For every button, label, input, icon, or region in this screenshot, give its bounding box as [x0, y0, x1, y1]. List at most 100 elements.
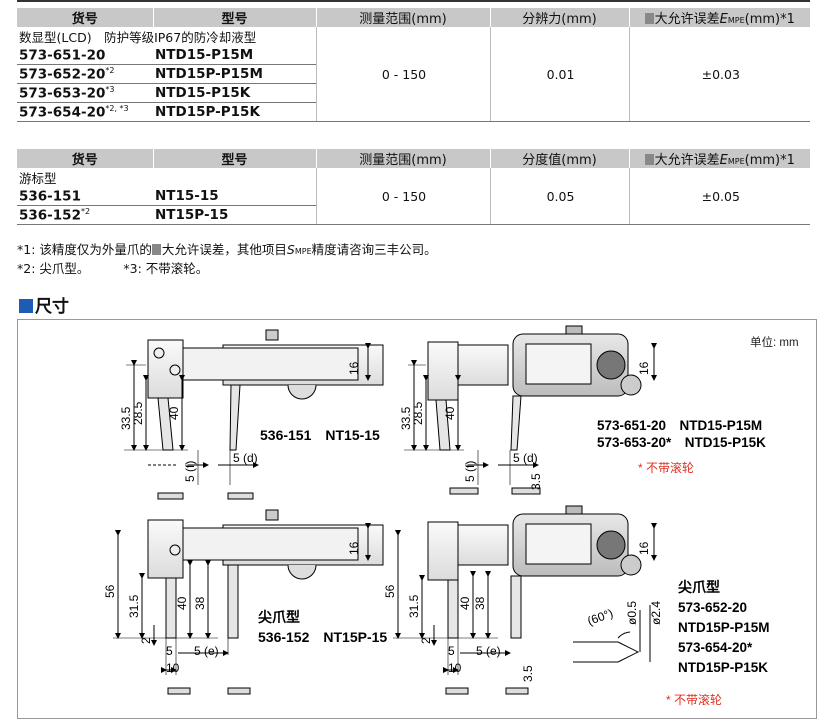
d3-label-1: 尖爪型: [258, 609, 300, 625]
note-2-3: *2: 尖爪型。*3: 不带滚轮。: [17, 261, 209, 276]
table-row: 573-652-20*2 NTD15P-P15M: [17, 64, 810, 84]
svg-text:16: 16: [347, 541, 361, 555]
svg-text:5: 5: [166, 644, 173, 658]
header-range: 测量范围(mm): [316, 149, 491, 168]
svg-text:16: 16: [347, 361, 361, 375]
missing-glyph-icon: [644, 13, 654, 24]
svg-text:40: 40: [175, 596, 189, 610]
drawing-vernier: [124, 329, 384, 500]
missing-glyph-icon: [151, 244, 161, 255]
d4-note: * 不带滚轮: [666, 692, 722, 707]
model-cell: NTD15P-P15M: [153, 64, 316, 84]
svg-text:38: 38: [473, 596, 487, 610]
range-value: 0 - 150: [315, 168, 490, 225]
d1-label: 536-151 NT15-15: [260, 427, 380, 443]
error-value: ±0.05: [628, 168, 810, 225]
header-model: 型号: [153, 8, 317, 27]
code-cell: 573-651-20: [17, 46, 153, 65]
d2-label-2: 573-653-20* NTD15-P15K: [597, 435, 766, 450]
table-row: 573-654-20*2, *3 NTD15P-P15K: [17, 102, 810, 122]
header-code: 货号: [17, 8, 154, 27]
svg-text:38: 38: [193, 596, 207, 610]
error-value: ±0.03: [628, 27, 810, 122]
note-1: *1: 该精度仅为外量爪的大允许误差，其他项目SMPE精度请咨询三丰公司。: [17, 242, 437, 257]
svg-text:10: 10: [166, 661, 180, 675]
d4-label-4: 573-654-20*: [678, 640, 753, 655]
svg-text:31.5: 31.5: [127, 594, 141, 618]
header-code: 货号: [17, 149, 154, 168]
table-row: 536-152*2 NT15P-15: [17, 205, 810, 225]
model-cell: NT15-15: [153, 187, 316, 206]
model-cell: NTD15-P15K: [153, 83, 316, 103]
spec-table-vernier: 货号 型号 测量范围(mm) 分度值(mm) 大允许误差EMPE(mm)*1 游…: [17, 149, 810, 225]
svg-text:3.5: 3.5: [529, 473, 543, 490]
header-range: 测量范围(mm): [316, 8, 491, 27]
svg-text:3.5: 3.5: [521, 665, 535, 682]
drawings-svg: * 不带滚轮 * 不带滚轮 单位: mm 536-151 NT15-15 573…: [103, 325, 799, 707]
square-bullet-icon: [19, 299, 33, 313]
svg-text:40: 40: [167, 406, 181, 420]
svg-text:56: 56: [383, 584, 397, 598]
table-row: 536-151 NT15-15: [17, 187, 810, 206]
resolution-value: 0.01: [489, 27, 629, 122]
code-cell: 536-151: [17, 187, 153, 206]
code-cell: 573-653-20*3: [17, 83, 153, 103]
svg-text:5 (e): 5 (e): [476, 644, 501, 658]
svg-text:2: 2: [419, 637, 433, 644]
model-cell: NTD15-P15M: [153, 46, 316, 65]
category-label: 数显型(LCD) 防护等级IP67的防冷却液型: [19, 30, 257, 45]
d4-label-5: NTD15P-P15K: [678, 660, 768, 675]
category-label: 游标型: [19, 171, 57, 186]
d4-label-1: 尖爪型: [678, 579, 720, 595]
svg-text:28.5: 28.5: [131, 401, 145, 425]
drawing-vernier-pointed: [113, 509, 384, 695]
svg-text:33.5: 33.5: [119, 406, 133, 430]
svg-text:16: 16: [637, 361, 651, 375]
svg-text:56: 56: [103, 584, 117, 598]
header-model: 型号: [153, 149, 317, 168]
range-value: 0 - 150: [315, 27, 490, 122]
d2-label-1: 573-651-20 NTD15-P15M: [597, 418, 762, 433]
d3-label-2: 536-152 NT15P-15: [258, 629, 387, 645]
svg-text:5 (f): 5 (f): [463, 461, 477, 482]
svg-text:ø2.4: ø2.4: [649, 601, 663, 625]
svg-text:(60°): (60°): [586, 606, 615, 628]
drawing-digital-pointed: [393, 505, 657, 695]
svg-text:10: 10: [448, 661, 462, 675]
graduation-value: 0.05: [489, 168, 629, 225]
code-cell: 536-152*2: [17, 205, 153, 225]
svg-text:5: 5: [448, 644, 455, 658]
svg-text:5 (f): 5 (f): [183, 461, 197, 482]
model-cell: NT15P-15: [153, 205, 316, 225]
dim-texts: 16 33.5 28.5 40 5 (f) 5 (d) 16 33.5 28.5…: [103, 361, 663, 682]
top-rule: [17, 0, 810, 2]
svg-text:5 (d): 5 (d): [233, 451, 258, 465]
d4-label-2: 573-652-20: [678, 600, 747, 615]
dimension-drawings: * 不带滚轮 * 不带滚轮 单位: mm 536-151 NT15-15 573…: [17, 319, 817, 719]
svg-text:31.5: 31.5: [407, 594, 421, 618]
svg-text:33.5: 33.5: [399, 406, 413, 430]
header-graduation: 分度值(mm): [490, 149, 630, 168]
d4-label-3: NTD15P-P15M: [678, 620, 770, 635]
d2-note: * 不带滚轮: [638, 460, 694, 475]
svg-text:ø0.5: ø0.5: [625, 601, 639, 625]
svg-text:28.5: 28.5: [411, 401, 425, 425]
table-row: 游标型 0 - 150 0.05 ±0.05: [17, 168, 810, 225]
svg-text:16: 16: [637, 541, 651, 555]
svg-text:5 (d): 5 (d): [513, 451, 538, 465]
header-resolution: 分辨力(mm): [490, 8, 630, 27]
unit-label: 单位: mm: [750, 335, 799, 349]
model-cell: NTD15P-P15K: [153, 102, 316, 122]
table-header: 货号 型号 测量范围(mm) 分度值(mm) 大允许误差EMPE(mm)*1: [17, 149, 810, 168]
svg-text:2: 2: [139, 637, 153, 644]
spec-table-digital: 货号 型号 测量范围(mm) 分辨力(mm) 大允许误差EMPE(mm)*1 数…: [17, 8, 810, 122]
code-cell: 573-652-20*2: [17, 64, 153, 84]
header-error: 大允许误差EMPE(mm)*1: [629, 149, 810, 168]
drawing-digital: [404, 325, 657, 495]
code-cell: 573-654-20*2, *3: [17, 102, 153, 122]
table-header: 货号 型号 测量范围(mm) 分辨力(mm) 大允许误差EMPE(mm)*1: [17, 8, 810, 27]
svg-text:40: 40: [458, 596, 472, 610]
table-row: 数显型(LCD) 防护等级IP67的防冷却液型 0 - 150 0.01 ±0.…: [17, 27, 810, 122]
missing-glyph-icon: [644, 154, 654, 165]
svg-text:40: 40: [443, 406, 457, 420]
